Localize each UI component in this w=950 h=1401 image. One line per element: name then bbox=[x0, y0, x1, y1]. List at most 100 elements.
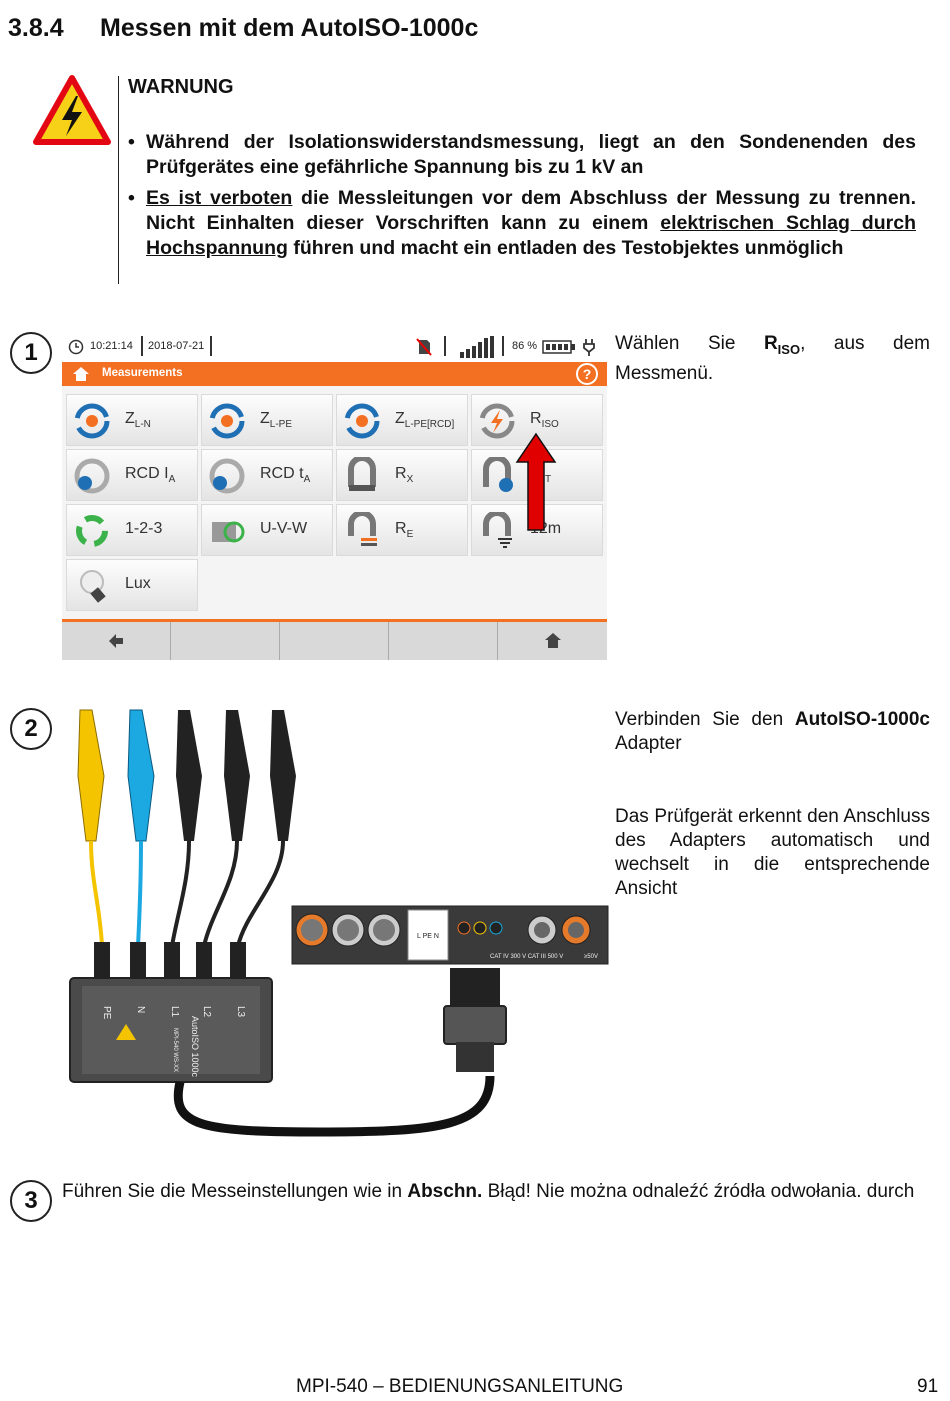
step-2-note: Das Prüfgerät erkennt den Anschluss des … bbox=[615, 806, 930, 899]
status-time: 10:21:14 bbox=[90, 340, 133, 352]
light-bulb-icon bbox=[80, 570, 106, 603]
menu-title-bar: Measurements ? bbox=[62, 362, 607, 386]
tile-label: ZL-PE bbox=[260, 410, 293, 431]
battery-percent: 86 % bbox=[512, 340, 538, 352]
status-separator bbox=[141, 336, 143, 356]
tile-label: RX bbox=[395, 465, 414, 486]
tile-phase-sequence[interactable]: 1-2-3 bbox=[66, 504, 198, 556]
bottom-nav-bar bbox=[62, 619, 607, 660]
step-2-text: Verbinden Sie den AutoISO-1000c Adapter bbox=[615, 709, 930, 754]
impedance-icon bbox=[209, 403, 245, 439]
warning-divider bbox=[118, 76, 119, 284]
nav-button-empty[interactable] bbox=[280, 622, 389, 660]
motor-rotation-icon bbox=[212, 521, 245, 543]
step-3-text: Führen Sie die Messeinstellungen wie in … bbox=[62, 1181, 915, 1202]
test-lead-clip-black bbox=[202, 710, 250, 947]
power-plug-icon bbox=[583, 339, 595, 356]
tile-rcd-ta[interactable]: RCD tA bbox=[201, 449, 333, 501]
earth-resistance-icon bbox=[348, 512, 377, 546]
tile-label: RCD IA bbox=[125, 465, 176, 486]
tile-re[interactable]: RE bbox=[336, 504, 468, 556]
status-separator bbox=[210, 336, 212, 356]
tile-rx[interactable]: RX bbox=[336, 449, 468, 501]
test-lead-clip-yellow bbox=[77, 709, 105, 947]
warning-bullet-2: • Es ist verboten die Messleitungen vor … bbox=[128, 186, 916, 261]
section-title: Messen mit dem AutoISO-1000c bbox=[100, 14, 479, 42]
bullet-dot: • bbox=[128, 131, 135, 153]
tile-label: RCD tA bbox=[260, 465, 311, 486]
tile-label: ZL-PE[RCD] bbox=[395, 410, 455, 431]
tile-label: 1-2-3 bbox=[125, 520, 163, 537]
rcd-time-icon bbox=[209, 458, 245, 494]
tile-riso[interactable]: RISO bbox=[471, 394, 603, 446]
svg-text:MPI-540 WS-XX: MPI-540 WS-XX bbox=[172, 1028, 178, 1072]
tile-lux[interactable]: Lux bbox=[66, 559, 198, 611]
red-up-arrow-icon bbox=[515, 432, 557, 531]
bullet-dot: • bbox=[128, 187, 135, 209]
svg-text:CAT IV 300 V CAT III 500 V: CAT IV 300 V CAT III 500 V bbox=[490, 954, 563, 960]
impedance-icon bbox=[74, 403, 110, 439]
home-icon bbox=[545, 633, 561, 648]
nav-button-empty[interactable] bbox=[171, 622, 280, 660]
earthing-icon bbox=[483, 512, 512, 548]
status-date: 2018-07-21 bbox=[148, 340, 205, 352]
svg-text:L2: L2 bbox=[201, 1006, 212, 1018]
rcd-icon bbox=[74, 458, 110, 494]
test-lead-clip-black bbox=[170, 710, 202, 947]
tile-zlpe-rcd[interactable]: ZL-PE[RCD] bbox=[336, 394, 468, 446]
insulation-resistance-icon bbox=[479, 403, 515, 439]
tile-label: RE bbox=[395, 520, 414, 541]
step-number-3: 3 bbox=[10, 1180, 52, 1222]
home-icon[interactable] bbox=[72, 366, 90, 382]
svg-text:L PE N: L PE N bbox=[417, 933, 439, 940]
nav-button-empty[interactable] bbox=[389, 622, 498, 660]
status-separator bbox=[444, 336, 446, 356]
signal-strength-icon bbox=[460, 336, 494, 358]
warning-bullet-text: Während der Isolationswiderstandsmessung… bbox=[146, 131, 916, 178]
step-number-2: 2 bbox=[10, 708, 52, 750]
warning-title: WARNUNG bbox=[128, 76, 234, 98]
phase-sequence-icon bbox=[76, 515, 108, 547]
tile-label: U-V-W bbox=[260, 520, 308, 537]
continuity-icon bbox=[348, 457, 376, 491]
tile-rcd-ia[interactable]: RCD IA bbox=[66, 449, 198, 501]
current-clamp-sockets bbox=[295, 913, 401, 947]
test-lead-clip-black bbox=[236, 710, 296, 947]
status-bar: 10:21:14 2018-07-21 86 % bbox=[62, 332, 607, 362]
continuity-icon bbox=[483, 457, 513, 492]
tile-label: ZL-N bbox=[125, 410, 151, 431]
home-button[interactable] bbox=[498, 622, 607, 660]
svg-text:AutoISO 1000c: AutoISO 1000c bbox=[190, 1016, 200, 1078]
section-heading: 3.8.4 Messen mit dem AutoISO-1000c bbox=[8, 14, 478, 43]
tile-zlpe[interactable]: ZL-PE bbox=[201, 394, 333, 446]
menu-title: Measurements bbox=[102, 367, 183, 379]
svg-text:PE: PE bbox=[101, 1006, 112, 1020]
voltage-sockets bbox=[457, 915, 591, 945]
section-number: 3.8.4 bbox=[8, 14, 64, 42]
svg-text:L3: L3 bbox=[235, 1006, 246, 1018]
back-button[interactable] bbox=[62, 622, 171, 660]
page-number: 91 bbox=[917, 1376, 939, 1397]
warning-bullet-text: Es ist verboten die Messleitungen vor de… bbox=[146, 187, 917, 259]
clock-icon bbox=[68, 339, 84, 355]
tile-zln[interactable]: ZL-N bbox=[66, 394, 198, 446]
tile-label: RISO bbox=[530, 410, 559, 431]
high-voltage-warning-icon bbox=[33, 75, 111, 145]
warning-emphasis: Es ist verboten bbox=[146, 187, 293, 209]
warning-bullet-1: • Während der Isolationswiderstandsmessu… bbox=[128, 130, 916, 180]
warning-emphasis: elektrischen Schlag durch Hochspannung bbox=[146, 212, 916, 259]
no-sd-card-icon bbox=[416, 338, 432, 356]
footer-title: MPI-540 – BEDIENUNGSANLEITUNG bbox=[296, 1376, 624, 1397]
tile-motor-rotation[interactable]: U-V-W bbox=[201, 504, 333, 556]
svg-text:≥50V: ≥50V bbox=[584, 954, 598, 960]
test-lead-clip-blue bbox=[127, 709, 155, 947]
step-1-text: Wählen Sie RISO, aus dem Messmenü. bbox=[615, 333, 930, 384]
svg-text:L1: L1 bbox=[169, 1006, 180, 1018]
step-number-1: 1 bbox=[10, 332, 52, 374]
svg-text:N: N bbox=[135, 1006, 146, 1013]
help-icon[interactable]: ? bbox=[576, 363, 598, 385]
battery-icon bbox=[542, 340, 575, 354]
status-separator bbox=[502, 336, 504, 356]
warning-triangle-icon bbox=[116, 1024, 136, 1040]
adapter-connection-illustration: PE N L1 L2 L3 AutoISO 1000c MPI-540 WS-X… bbox=[69, 709, 609, 1137]
